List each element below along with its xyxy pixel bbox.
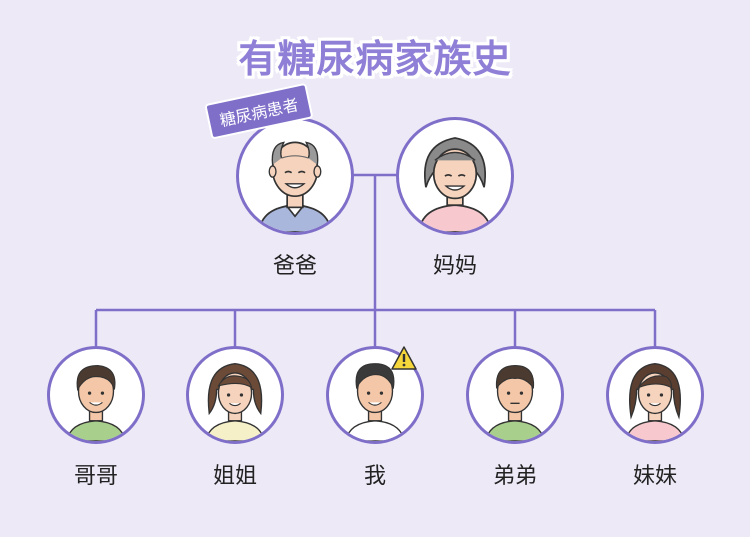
older-sister-avatar — [186, 346, 284, 444]
older-brother-avatar — [47, 346, 145, 444]
mother-label: 妈妈 — [432, 254, 477, 279]
father-avatar — [236, 117, 354, 235]
page-title: 有糖尿病家族史 — [238, 37, 512, 81]
older-brother-label: 哥哥 — [73, 464, 118, 489]
younger-sister-avatar — [606, 346, 704, 444]
father-label: 爸爸 — [272, 254, 317, 279]
younger-brother-avatar — [466, 346, 564, 444]
mother-avatar — [396, 117, 514, 235]
younger-sister-label: 妹妹 — [632, 464, 677, 489]
older-sister-label: 姐姐 — [212, 464, 257, 489]
me-label: 我 — [363, 464, 386, 489]
younger-brother-label: 弟弟 — [492, 464, 537, 489]
warning-icon — [391, 346, 417, 370]
